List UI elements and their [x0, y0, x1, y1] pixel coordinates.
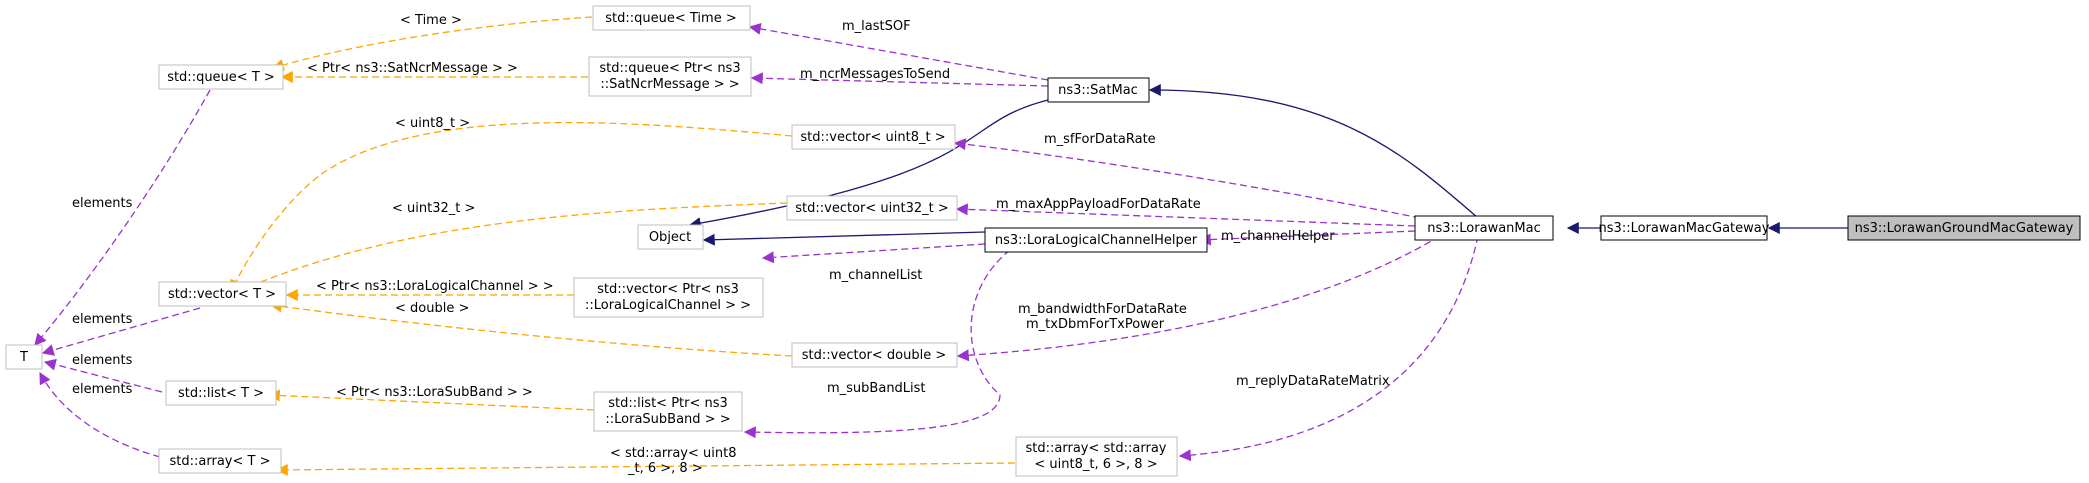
edge-member-lastsof: [748, 22, 1049, 81]
edge-template-array: [275, 462, 1016, 476]
edge-label-elements-queue: elements: [72, 196, 133, 211]
svg-text:ns3::LorawanGroundMacGateway: ns3::LorawanGroundMacGateway: [1855, 221, 2074, 236]
node-list-t[interactable]: std::list< T >: [165, 380, 277, 406]
node-vector-uint32[interactable]: std::vector< uint32_t >: [786, 195, 958, 221]
node-list-ptr-lorasubband[interactable]: std::list< Ptr< ns3 ::LoraSubBand > >: [593, 391, 743, 432]
node-object[interactable]: Object: [637, 224, 704, 250]
edge-label-m-ncrmessagestosend: m_ncrMessagesToSend: [800, 67, 950, 82]
edge-label-uint8: < uint8_t >: [395, 116, 470, 131]
svg-text:ns3::LoraLogicalChannelHelper: ns3::LoraLogicalChannelHelper: [995, 233, 1198, 248]
node-loralogicalchannelhelper[interactable]: ns3::LoraLogicalChannelHelper: [984, 227, 1208, 253]
node-lorawanmacgateway[interactable]: ns3::LorawanMacGateway: [1599, 215, 1770, 241]
svg-text:T: T: [19, 350, 28, 365]
svg-text:ns3::SatMac: ns3::SatMac: [1058, 83, 1138, 98]
edge-label-uint32: < uint32_t >: [392, 201, 475, 216]
svg-text:std::vector< double >: std::vector< double >: [802, 348, 946, 363]
edge-label-elements-list: elements: [72, 353, 133, 368]
edge-label-elements-array: elements: [72, 382, 133, 397]
svg-text:std::list< T >: std::list< T >: [178, 386, 264, 401]
node-vector-uint8[interactable]: std::vector< uint8_t >: [791, 124, 956, 150]
svg-text:::LoraLogicalChannel > >: ::LoraLogicalChannel > >: [585, 298, 751, 313]
svg-text:::SatNcrMessage > >: ::SatNcrMessage > >: [600, 77, 739, 92]
node-array-array-uint8[interactable]: std::array< std::array < uint8_t, 6 >, 8…: [1015, 436, 1178, 477]
edge-label-m-lastsof: m_lastSOF: [842, 19, 911, 34]
node-lorawangroundmacgateway[interactable]: ns3::LorawanGroundMacGateway: [1847, 215, 2081, 241]
node-vector-ptr-loralogicalchannel[interactable]: std::vector< Ptr< ns3 ::LoraLogicalChann…: [573, 277, 764, 318]
edge-template-uint8: [230, 121, 793, 293]
edge-inherit-helper-object: [702, 231, 986, 246]
nodes: std::queue< Time > std::queue< T > std::…: [5, 5, 2081, 477]
node-array-t[interactable]: std::array< T >: [158, 448, 282, 474]
edge-label-m-sffordatarate: m_sfForDataRate: [1044, 132, 1156, 147]
edge-label-m-txdbmfortxpower: m_txDbmForTxPower: [1026, 317, 1165, 332]
svg-text:Object: Object: [649, 230, 691, 245]
node-queue-t[interactable]: std::queue< T >: [158, 64, 284, 90]
edge-member-channellist: [761, 243, 986, 264]
edge-label-array-line2: _t, 6 >, 8 >: [627, 461, 703, 476]
svg-text:std::array< T >: std::array< T >: [170, 454, 271, 469]
edge-member-elements-list: [43, 358, 163, 393]
edge-member-elements-vector: [41, 307, 201, 356]
edge-label-m-channellist: m_channelList: [829, 268, 922, 283]
edge-label-ptr-loralogicalchannel: < Ptr< ns3::LoraLogicalChannel > >: [316, 279, 554, 294]
svg-text:std::list< Ptr< ns3: std::list< Ptr< ns3: [608, 396, 728, 411]
edge-member-subbandlist: [743, 249, 1011, 439]
svg-text:std::array< std::array: std::array< std::array: [1026, 441, 1167, 456]
svg-text:std::queue< Ptr< ns3: std::queue< Ptr< ns3: [599, 61, 740, 76]
edge-label-double: < double >: [395, 301, 469, 316]
svg-text:std::queue< Time >: std::queue< Time >: [605, 11, 736, 26]
edge-template-time: [271, 16, 593, 71]
edge-label-m-subbandlist: m_subBandList: [827, 381, 926, 396]
node-lorawanmac[interactable]: ns3::LorawanMac: [1414, 215, 1554, 241]
edge-member-channelhelper: [1198, 230, 1416, 246]
node-satmac[interactable]: ns3::SatMac: [1047, 77, 1150, 103]
edge-labels: < Time > < Ptr< ns3::SatNcrMessage > > m…: [72, 13, 1390, 476]
node-t[interactable]: T: [5, 344, 43, 370]
edge-label-elements-vector: elements: [72, 312, 133, 327]
edge-label-array-line1: < std::array< uint8: [610, 446, 736, 461]
edge-label-time: < Time >: [400, 13, 462, 28]
edge-template-double: [269, 300, 793, 357]
edge-label-ptr-satncr: < Ptr< ns3::SatNcrMessage > >: [307, 61, 518, 76]
svg-text:< uint8_t, 6 >, 8 >: < uint8_t, 6 >, 8 >: [1034, 457, 1157, 472]
edge-label-m-maxapppayloadfordatarate: m_maxAppPayloadForDataRate: [996, 197, 1201, 212]
edge-member-sffordatarate: [953, 138, 1421, 219]
node-queue-time[interactable]: std::queue< Time >: [592, 5, 751, 31]
svg-text:std::queue< T >: std::queue< T >: [167, 70, 275, 85]
node-vector-double[interactable]: std::vector< double >: [791, 342, 958, 368]
svg-text:::LoraSubBand > >: ::LoraSubBand > >: [605, 412, 730, 427]
edge-label-ptr-lorasubband: < Ptr< ns3::LoraSubBand > >: [336, 385, 533, 400]
edges: [34, 16, 1848, 476]
svg-text:ns3::LorawanMac: ns3::LorawanMac: [1427, 221, 1541, 236]
edge-label-m-replydataratematrix: m_replyDataRateMatrix: [1236, 374, 1390, 389]
svg-text:std::vector< Ptr< ns3: std::vector< Ptr< ns3: [597, 282, 739, 297]
svg-text:std::vector< uint32_t >: std::vector< uint32_t >: [795, 201, 949, 216]
edge-label-m-channelhelper: m_channelHelper: [1221, 229, 1335, 244]
node-queue-ptr-satncrmessage[interactable]: std::queue< Ptr< ns3 ::SatNcrMessage > >: [588, 56, 752, 97]
edge-member-bandwidth-txdbm: [956, 235, 1441, 362]
edge-member-replydataratematrix: [1178, 235, 1479, 462]
edge-member-ncrmessages: [750, 72, 1049, 87]
edge-label-m-bandwidthfordatarate: m_bandwidthForDataRate: [1018, 302, 1187, 317]
svg-text:ns3::LorawanMacGateway: ns3::LorawanMacGateway: [1599, 221, 1770, 236]
svg-text:std::vector< uint8_t >: std::vector< uint8_t >: [800, 130, 945, 145]
edge-template-uint32: [235, 202, 788, 294]
node-vector-t[interactable]: std::vector< T >: [158, 281, 287, 307]
svg-text:std::vector< T >: std::vector< T >: [168, 287, 276, 302]
edge-member-elements-array: [39, 371, 161, 458]
edge-inherit-lorawanmac-satmac: [1148, 84, 1479, 219]
edge-member-elements-queue: [34, 89, 211, 346]
